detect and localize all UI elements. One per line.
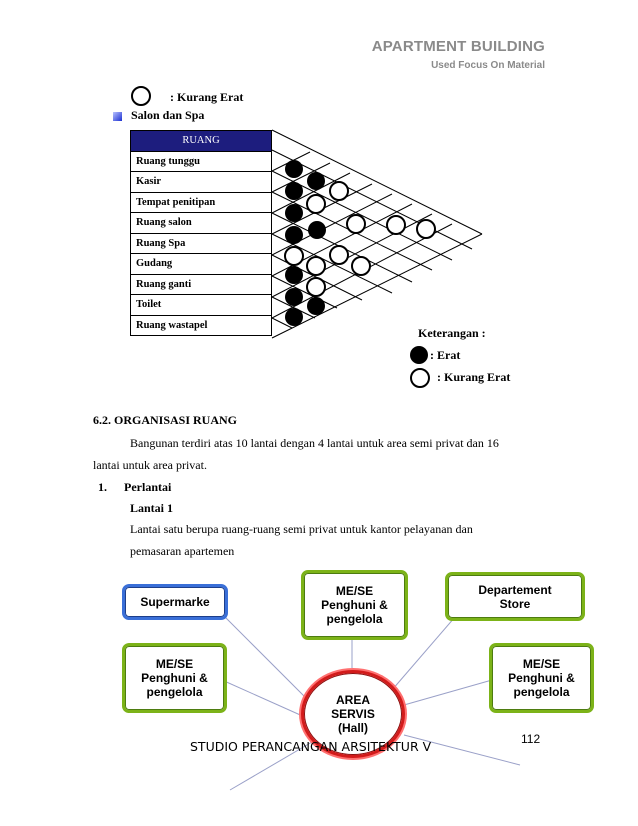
- node-label: Penghuni &: [321, 598, 388, 612]
- node-supermarket: Supermarke: [122, 584, 228, 620]
- section-heading: 6.2. ORGANISASI RUANG: [93, 413, 238, 427]
- list-number: 1.: [98, 480, 107, 494]
- kurang-erat-circle-icon: [351, 256, 371, 276]
- kurang-erat-circle-icon: [416, 219, 436, 239]
- kurang-erat-circle-icon: [284, 246, 304, 266]
- erat-dot-icon: [410, 346, 428, 364]
- node-label: SERVIS: [331, 707, 375, 721]
- erat-dot-icon: [285, 160, 303, 178]
- erat-dot-icon: [285, 288, 303, 306]
- node-area-servis: AREA SERVIS (Hall): [301, 670, 405, 758]
- node-label: ME/SE: [335, 584, 374, 598]
- node-label: Penghuni &: [141, 671, 208, 685]
- erat-dot-icon: [285, 182, 303, 200]
- kurang-erat-circle-icon: [410, 368, 430, 388]
- header-title: APARTMENT BUILDING: [371, 38, 545, 55]
- room-table: RUANG Ruang tunggu Kasir Tempat penitipa…: [130, 130, 272, 336]
- sub-heading: Lantai 1: [130, 501, 174, 515]
- legend-title: Keterangan :: [418, 326, 486, 340]
- node-label: Supermarke: [140, 595, 210, 609]
- node-label: ME/SE: [522, 657, 561, 671]
- paragraph-line: Lantai satu berupa ruang-ruang semi priv…: [130, 522, 473, 536]
- legend-erat: : Erat: [430, 348, 461, 362]
- paragraph-line: Bangunan terdiri atas 10 lantai dengan 4…: [130, 436, 499, 450]
- erat-dot-icon: [285, 204, 303, 222]
- node-label: Penghuni &: [508, 671, 575, 685]
- erat-dot-icon: [285, 226, 303, 244]
- kurang-erat-circle-icon: [346, 214, 366, 234]
- node-label: AREA: [335, 693, 370, 707]
- erat-dot-icon: [308, 221, 326, 239]
- node-label: pengelola: [326, 612, 383, 626]
- footer-studio: STUDIO PERANCANGAN ARSITEKTUR V: [190, 739, 432, 754]
- table-row: Ruang wastapel: [130, 314, 272, 336]
- kurang-erat-circle-icon: [306, 194, 326, 214]
- kurang-erat-circle-icon: [306, 256, 326, 276]
- legend-kurang-erat: : Kurang Erat: [437, 370, 511, 384]
- section-label: Salon dan Spa: [131, 108, 205, 122]
- node-department-store: Departement Store: [445, 572, 585, 621]
- kurang-erat-circle-icon: [306, 277, 326, 297]
- square-bullet-icon: [113, 112, 122, 121]
- node-me-se-right: ME/SE Penghuni & pengelola: [489, 643, 594, 713]
- paragraph-line: pemasaran apartemen: [130, 544, 235, 558]
- header-subtitle: Used Focus On Material: [431, 60, 545, 71]
- hollow-circle-icon: [131, 86, 151, 106]
- kurang-erat-circle-icon: [329, 245, 349, 265]
- node-label: Departement: [478, 582, 552, 597]
- node-label: (Hall): [338, 721, 368, 735]
- erat-dot-icon: [285, 266, 303, 284]
- paragraph-line: lantai untuk area privat.: [93, 458, 207, 472]
- node-label: ME/SE: [155, 657, 194, 671]
- node-label: pengelola: [146, 685, 203, 699]
- kurang-erat-circle-icon: [386, 215, 406, 235]
- page-number: 112: [521, 732, 541, 746]
- node-label: Store: [499, 596, 531, 611]
- legend-kurang-erat-top: : Kurang Erat: [170, 90, 244, 104]
- node-me-se-left: ME/SE Penghuni & pengelola: [122, 643, 227, 713]
- node-me-se-top: ME/SE Penghuni & pengelola: [301, 570, 408, 640]
- node-label: pengelola: [513, 685, 570, 699]
- erat-dot-icon: [307, 297, 325, 315]
- list-label: Perlantai: [124, 480, 172, 494]
- kurang-erat-circle-icon: [329, 181, 349, 201]
- erat-dot-icon: [307, 172, 325, 190]
- erat-dot-icon: [285, 308, 303, 326]
